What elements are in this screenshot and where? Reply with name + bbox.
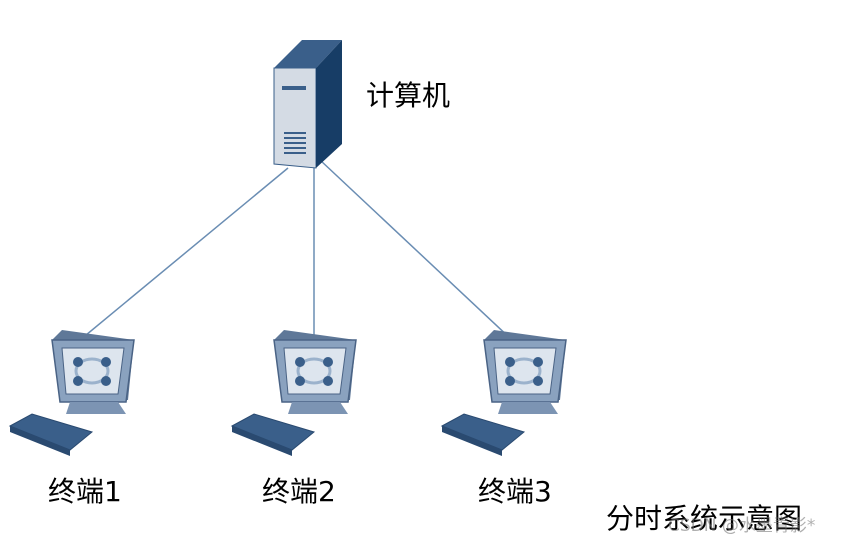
server-label: 计算机 xyxy=(366,79,451,112)
terminal-monitor-icon xyxy=(440,328,568,458)
connector-line-3 xyxy=(319,159,513,341)
terminal-label-2: 终端2 xyxy=(262,475,336,508)
terminal-monitor-icon xyxy=(8,328,136,458)
terminal-label-3: 终端3 xyxy=(478,475,552,508)
diagram-caption: 分时系统示意图 xyxy=(606,502,803,535)
watermark: CSDN @水墨青影* xyxy=(668,516,816,536)
connector-line-1 xyxy=(79,167,289,341)
terminal-monitor-icon xyxy=(230,328,358,458)
server-tower-icon xyxy=(273,40,342,169)
terminal-label-1: 终端1 xyxy=(48,475,122,508)
